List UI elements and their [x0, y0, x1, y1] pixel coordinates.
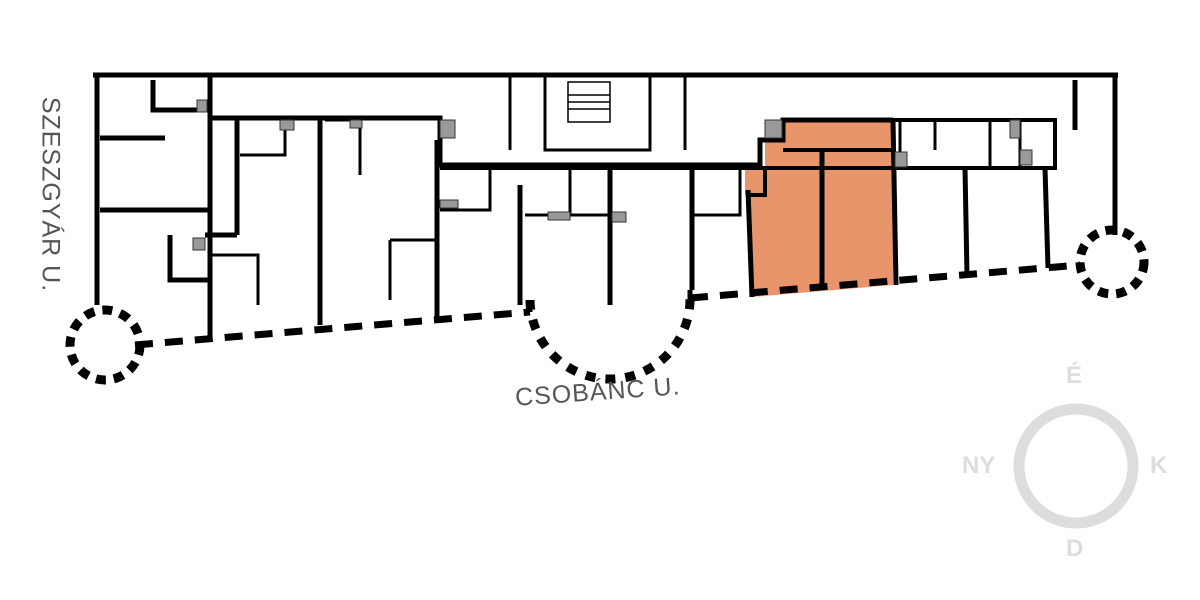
- highlighted-unit[interactable]: [745, 120, 893, 297]
- compass-rose: [1013, 403, 1139, 529]
- walls: [93, 72, 1118, 384]
- corner-tower-right: [1075, 225, 1149, 299]
- staircase: [567, 81, 611, 123]
- corner-tower-left: [65, 305, 145, 385]
- compass-west: NY: [962, 452, 996, 479]
- street-label-left: SZESZGYÁR U.: [36, 96, 65, 293]
- compass-north: É: [1066, 362, 1083, 389]
- compass-south: D: [1066, 535, 1084, 562]
- compass-east: K: [1150, 452, 1168, 479]
